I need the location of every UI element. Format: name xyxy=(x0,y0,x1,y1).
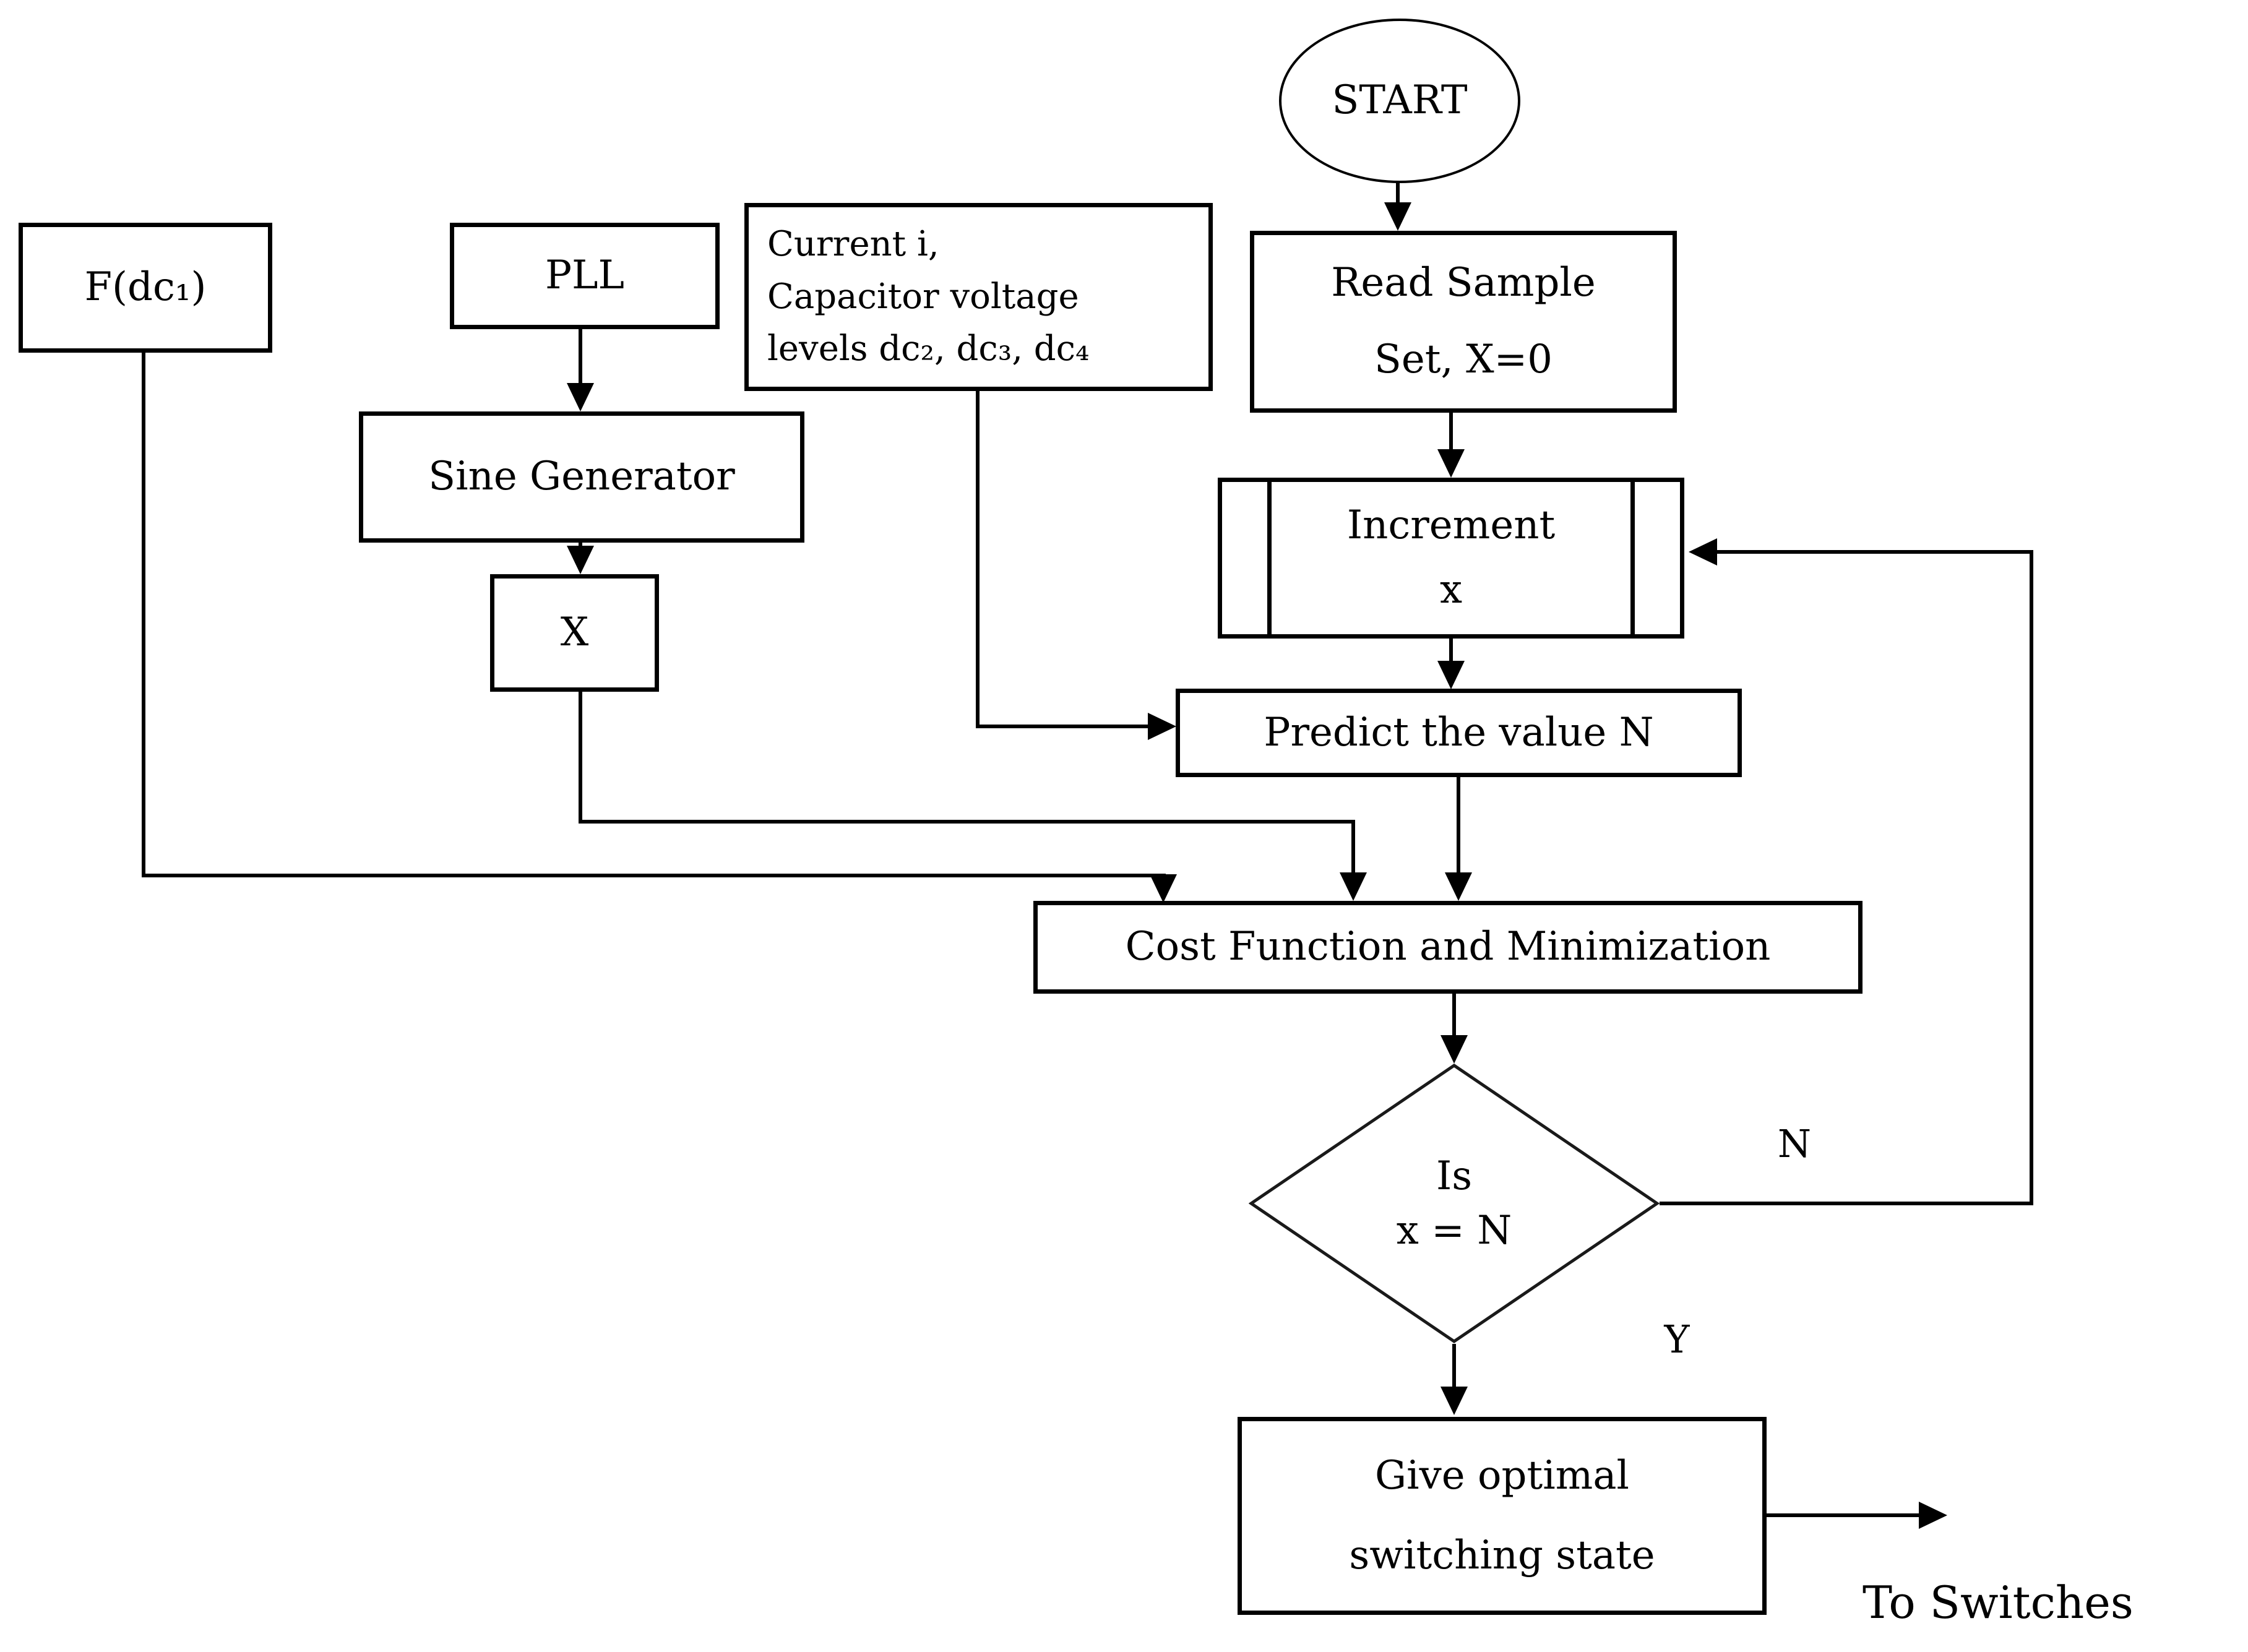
node-x-multiplier: X xyxy=(490,574,659,692)
increment-line2: x xyxy=(1439,567,1463,613)
start-label: START xyxy=(1332,77,1468,124)
node-decision: Is x = N xyxy=(1249,1063,1660,1344)
connector-segment xyxy=(1351,824,1355,874)
connector-segment xyxy=(2030,550,2033,1205)
arrowhead-down-icon xyxy=(1441,1387,1468,1415)
connector-segment xyxy=(1449,639,1453,663)
arrowhead-down-icon xyxy=(1150,874,1177,903)
connector-segment xyxy=(579,820,1355,824)
arrowhead-right-icon xyxy=(1919,1502,1947,1529)
node-cost-function: Cost Function and Minimization xyxy=(1033,901,1863,994)
node-read-sample: Read Sample Set, X=0 xyxy=(1250,231,1677,413)
arrowhead-down-icon xyxy=(567,383,594,411)
increment-line1: Increment xyxy=(1346,502,1556,549)
connector-segment xyxy=(1457,777,1460,875)
connector-segment xyxy=(976,391,980,728)
label-branch-n: N xyxy=(1777,1121,1812,1166)
read-sample-line1: Read Sample xyxy=(1331,260,1596,306)
arrowhead-down-icon xyxy=(1437,449,1465,478)
connector-segment xyxy=(1767,1513,1921,1517)
give-optimal-line1: Give optimal xyxy=(1375,1452,1629,1499)
decision-line1: Is xyxy=(1436,1153,1473,1199)
connector-segment xyxy=(142,353,145,877)
label-branch-y: Y xyxy=(1664,1317,1690,1362)
connector-segment xyxy=(1452,1344,1456,1388)
x-multiplier-label: X xyxy=(560,609,589,656)
arrowhead-left-icon xyxy=(1689,538,1717,566)
arrowhead-down-icon xyxy=(567,546,594,574)
connector-segment xyxy=(976,725,1150,728)
decision-line2: x = N xyxy=(1396,1208,1512,1254)
give-optimal-line2: switching state xyxy=(1349,1532,1655,1578)
node-f-dc1: F(dc₁) xyxy=(19,223,272,353)
node-increment-x: Increment x xyxy=(1218,478,1684,639)
cost-function-label: Cost Function and Minimization xyxy=(1125,924,1771,970)
node-give-optimal: Give optimal switching state xyxy=(1238,1417,1767,1615)
predict-label: Predict the value N xyxy=(1264,709,1654,755)
connector-segment xyxy=(1396,182,1400,204)
connector-segment xyxy=(579,692,582,824)
connector-segment xyxy=(1449,413,1453,451)
arrowhead-down-icon xyxy=(1445,872,1472,901)
label-to-switches: To Switches xyxy=(1863,1577,2134,1628)
increment-left-bar xyxy=(1267,482,1272,634)
node-start: START xyxy=(1279,19,1520,183)
node-predict-n: Predict the value N xyxy=(1176,689,1742,777)
node-pll: PLL xyxy=(450,223,720,329)
sine-generator-label: Sine Generator xyxy=(428,454,735,500)
f-dc1-label: F(dc₁) xyxy=(84,264,207,311)
arrowhead-down-icon xyxy=(1384,202,1411,231)
pll-label: PLL xyxy=(545,252,625,299)
node-sine-generator: Sine Generator xyxy=(359,411,804,543)
arrowhead-down-icon xyxy=(1437,661,1465,689)
connector-segment xyxy=(1717,550,2030,554)
decision-diamond-shape xyxy=(1249,1063,1660,1344)
increment-right-bar xyxy=(1630,482,1635,634)
connector-segment xyxy=(1660,1202,2033,1205)
arrowhead-down-icon xyxy=(1441,1035,1468,1064)
connector-segment xyxy=(579,329,582,386)
read-sample-line2: Set, X=0 xyxy=(1374,337,1553,382)
connector-segment xyxy=(142,874,1166,877)
arrowhead-right-icon xyxy=(1148,713,1176,740)
node-current-inputs: Current i, Capacitor voltage levels dc₂,… xyxy=(744,203,1213,391)
connector-segment xyxy=(1452,994,1456,1037)
current-inputs-line3: levels dc₂, dc₃, dc₄ xyxy=(767,329,1090,369)
current-inputs-line2: Capacitor voltage xyxy=(767,276,1079,317)
current-inputs-line1: Current i, xyxy=(767,224,939,265)
arrowhead-down-icon xyxy=(1340,872,1367,901)
